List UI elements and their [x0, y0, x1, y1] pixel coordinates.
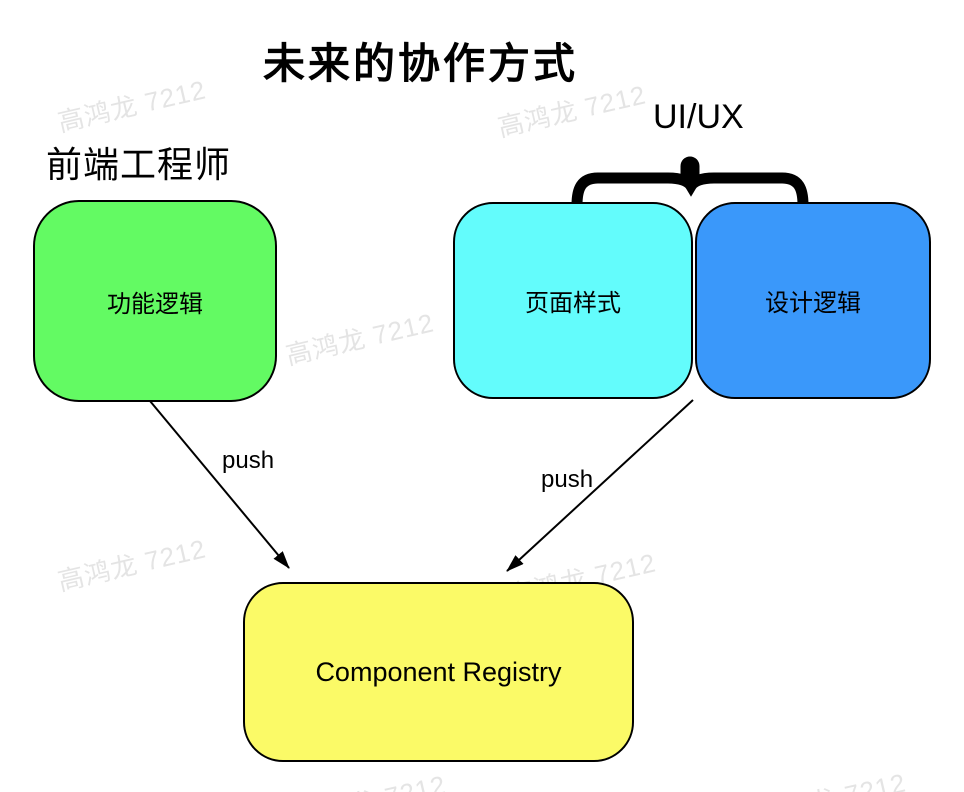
arrow-left-push — [149, 400, 290, 569]
node-component-registry-label: Component Registry — [315, 656, 562, 687]
edge-label-push-right: push — [541, 466, 594, 493]
node-page-style: 页面样式 — [453, 202, 693, 399]
node-component-registry: Component Registry — [243, 582, 634, 762]
node-design-logic: 设计逻辑 — [695, 202, 931, 399]
node-design-logic-label: 设计逻辑 — [765, 290, 861, 317]
watermark: 高鸿龙 7212 — [54, 533, 209, 597]
node-function-logic-label: 功能逻辑 — [107, 290, 203, 318]
node-page-style-label: 页面样式 — [525, 290, 621, 317]
label-frontend-engineer: 前端工程师 — [46, 144, 232, 185]
arrow-right-push — [506, 399, 694, 572]
node-function-logic: 功能逻辑 — [33, 200, 277, 402]
watermark: 高鸿龙 7212 — [282, 307, 437, 371]
watermark: 高鸿龙 7212 — [754, 762, 910, 792]
uiux-brace — [571, 172, 809, 211]
watermark: 高鸿龙 7212 — [294, 764, 450, 792]
watermark: 高鸿龙 7212 — [54, 74, 209, 138]
label-uiux: UI/UX — [653, 98, 744, 136]
edge-label-push-left: push — [222, 447, 275, 474]
diagram-title: 未来的协作方式 — [263, 40, 579, 87]
